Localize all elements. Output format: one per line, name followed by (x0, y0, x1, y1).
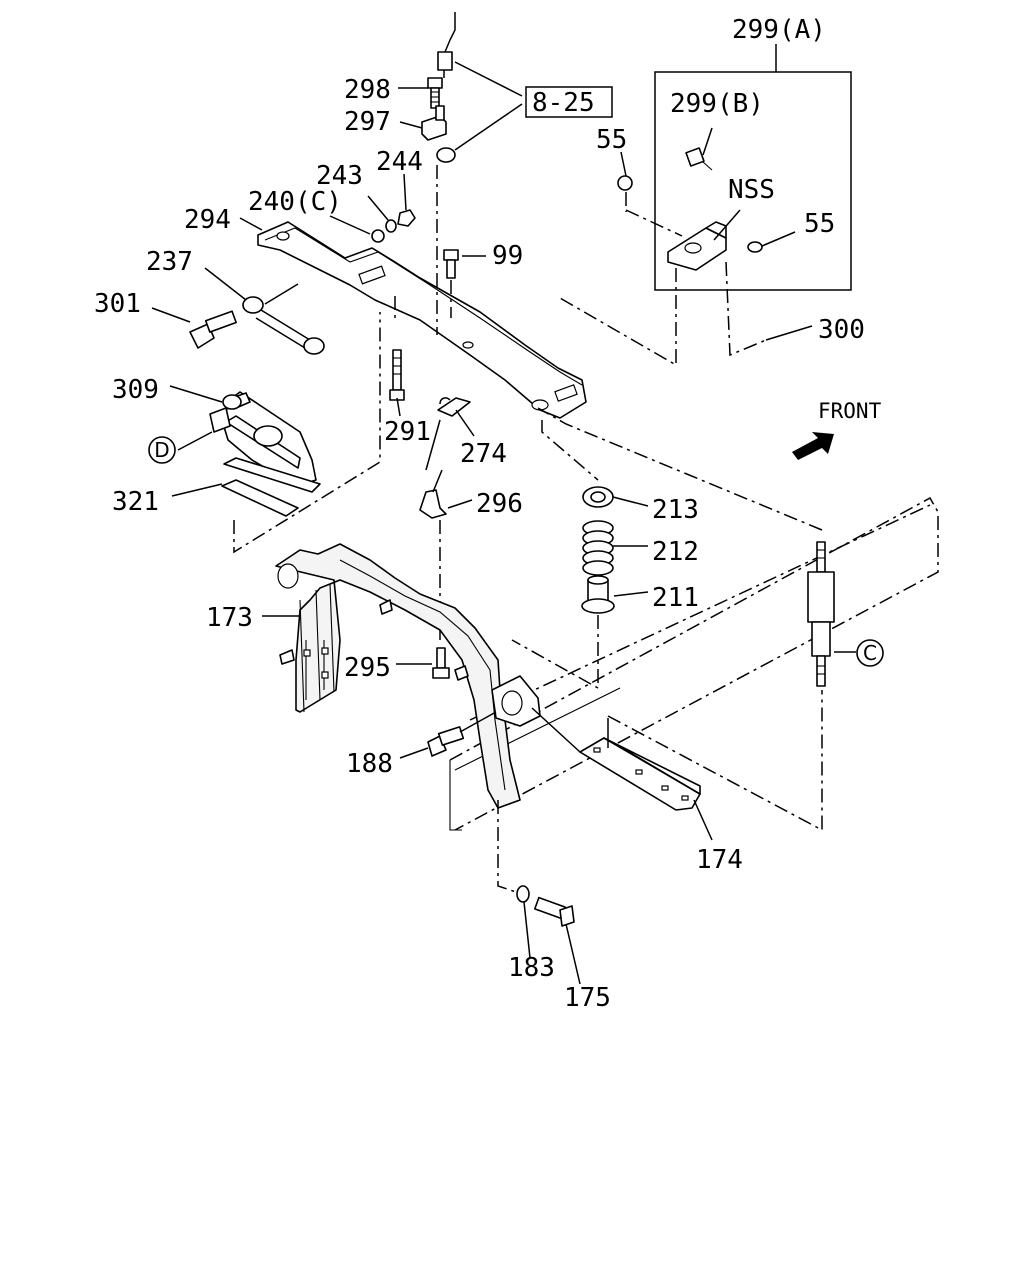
svg-text:D: D (154, 438, 169, 462)
label-298: 298 (344, 75, 391, 105)
label-183: 183 (508, 953, 555, 983)
kit-box-299a (654, 44, 852, 291)
label-212: 212 (652, 537, 699, 567)
callout-c: C (856, 639, 884, 667)
clip-297 (421, 105, 447, 141)
valve-assembly (209, 391, 321, 493)
plate-174 (531, 690, 823, 832)
label-299b: 299(B) (670, 89, 764, 119)
label-leaders (151, 87, 856, 985)
cross-member-294 (257, 221, 587, 419)
washer-183 (516, 885, 530, 903)
label-175: 175 (564, 983, 611, 1013)
link-237 (242, 283, 325, 355)
label-173: 173 (206, 603, 253, 633)
shock-absorber (537, 407, 835, 687)
callout-d: D (148, 436, 176, 464)
svg-text:C: C (863, 641, 877, 665)
label-321: 321 (112, 487, 159, 517)
bolt-188 (427, 711, 497, 757)
label-240c: 240(C) (248, 187, 342, 217)
washer-240c (371, 229, 385, 243)
nss-bracket (617, 147, 763, 271)
label-301: 301 (94, 289, 141, 319)
label-237: 237 (146, 247, 193, 277)
washer-243 (385, 219, 397, 233)
bolt-298 (427, 77, 443, 109)
switch-8-25 (436, 12, 613, 335)
label-55-b: 55 (804, 209, 835, 239)
plate-321 (221, 312, 381, 554)
label-291: 291 (384, 417, 431, 447)
lower-leaders (497, 800, 517, 893)
label-nss: NSS (728, 175, 775, 205)
bolt-99 (443, 249, 459, 318)
bolt-175 (533, 896, 575, 927)
bumper-211 (581, 575, 615, 614)
label-front: FRONT (818, 399, 882, 423)
clip-274 (437, 397, 471, 417)
bolt-295 (432, 647, 450, 679)
label-244: 244 (376, 147, 423, 177)
label-296: 296 (476, 489, 523, 519)
rubber-seat-213 (582, 486, 614, 508)
label-99: 99 (492, 241, 523, 271)
label-300: 300 (818, 315, 865, 345)
label-55-a: 55 (596, 125, 627, 155)
bracket-173 (275, 543, 541, 809)
label-295: 295 (344, 653, 391, 683)
label-8-25: 8-25 (532, 88, 595, 118)
label-174: 174 (696, 845, 743, 875)
label-274: 274 (460, 439, 507, 469)
spring-212 (582, 520, 614, 576)
label-213: 213 (652, 495, 699, 525)
label-294: 294 (184, 205, 231, 235)
front-arrow-icon (792, 432, 834, 460)
spring-stack-leaders (511, 420, 599, 690)
bolt-301 (189, 310, 237, 349)
label-188: 188 (346, 749, 393, 779)
bolt-291 (389, 349, 405, 401)
kit-leaders (559, 127, 796, 367)
label-297: 297 (344, 107, 391, 137)
nut-244 (397, 209, 416, 227)
label-243: 243 (316, 161, 363, 191)
label-309: 309 (112, 375, 159, 405)
label-299a: 299(A) (732, 15, 826, 45)
label-211: 211 (652, 583, 699, 613)
